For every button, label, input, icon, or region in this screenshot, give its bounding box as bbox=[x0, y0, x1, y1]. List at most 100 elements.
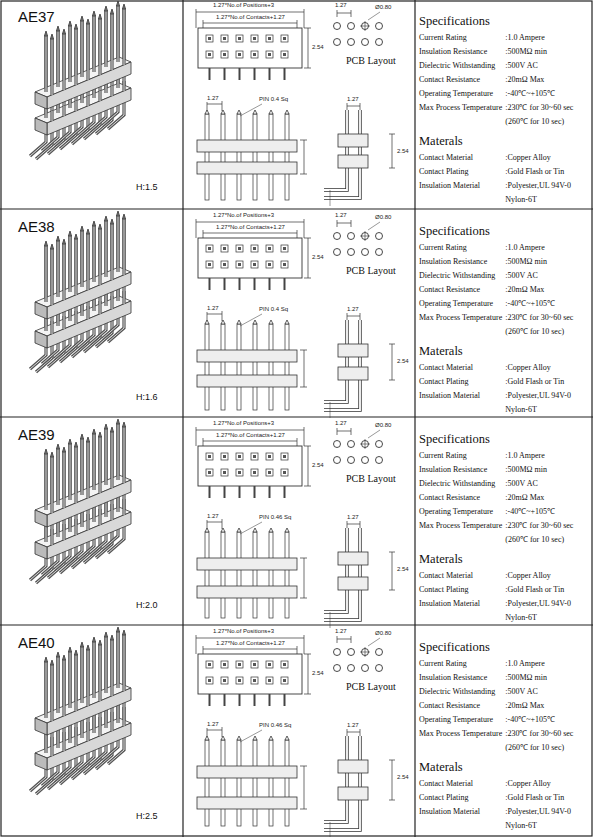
spec-text: :500MΩ min bbox=[505, 671, 589, 684]
dimension-label: 1.27*No.of Positions+3 bbox=[212, 420, 275, 427]
dimension-label: 2.54 bbox=[396, 774, 410, 781]
dimension-label: 1.27*No.of Positions+3 bbox=[212, 212, 275, 219]
spec-text: Insulation Resistance bbox=[419, 671, 502, 684]
connector-drawing bbox=[30, 627, 395, 837]
spec-text: :-40℃~+105℃ bbox=[505, 87, 589, 100]
dimension-label: 1.27 bbox=[346, 514, 360, 521]
dimension-label: 1.27 bbox=[334, 2, 348, 9]
spec-text: Nylon-6T bbox=[505, 193, 589, 206]
spec-heading: Materals bbox=[419, 550, 589, 568]
spec-text: Insulation Material bbox=[419, 389, 502, 402]
dimension-label: 1.27*No.of Contacts+1.27 bbox=[215, 432, 286, 439]
spec-text: :Polyester,UL 94V-0 bbox=[505, 179, 589, 192]
spec-text: (260℃ for 10 sec) bbox=[505, 533, 589, 546]
hole-size-label: Ø0.80 bbox=[374, 422, 392, 429]
spec-text: :20mΩ Max bbox=[505, 491, 589, 504]
spec-text: (260℃ for 10 sec) bbox=[505, 325, 589, 338]
part-number: AE40 bbox=[18, 634, 55, 651]
connector-drawing bbox=[30, 211, 395, 418]
spec-text: :500MΩ min bbox=[505, 463, 589, 476]
part-cell: AE40H:2.5 bbox=[2, 628, 181, 835]
connector-drawing bbox=[30, 1, 395, 206]
spec-text: :1.0 Ampere bbox=[505, 31, 589, 44]
spec-text: Current Rating bbox=[419, 657, 502, 670]
dimension-label: 1.27*No.of Positions+3 bbox=[212, 2, 275, 9]
spec-text: Contact Plating bbox=[419, 791, 502, 804]
dimension-label: 2.54 bbox=[396, 148, 410, 155]
dimension-label: 1.27 bbox=[206, 305, 220, 312]
pin-size-label: PIN 0.46 Sq bbox=[258, 722, 292, 729]
dimension-label: 1.27 bbox=[346, 306, 360, 313]
spec-panel: SpecificationsCurrent Rating:1.0 AmpereI… bbox=[419, 638, 589, 832]
spec-text: :Gold Flash or Tin bbox=[505, 791, 589, 804]
pin-size-label: PIN 0.4 Sq bbox=[258, 96, 289, 103]
dimension-label: 1.27*No.of Contacts+1.27 bbox=[215, 224, 286, 231]
spec-text: :Gold Flash or Tin bbox=[505, 583, 589, 596]
layout-caption: PCB Layout bbox=[345, 681, 397, 693]
part-cell: AE37H:1.5 bbox=[2, 2, 181, 206]
spec-text: :230℃ for 30~60 sec bbox=[505, 727, 589, 740]
spec-text: Contact Plating bbox=[419, 375, 502, 388]
spec-text: Operating Temperature bbox=[419, 505, 502, 518]
spec-heading: Specifications bbox=[419, 430, 589, 448]
spec-text: :500V AC bbox=[505, 685, 589, 698]
height-note: H:1.5 bbox=[136, 182, 158, 192]
spec-text: Dielectric Withstanding bbox=[419, 685, 502, 698]
spec-text: Nylon-6T bbox=[505, 611, 589, 624]
spec-text: Current Rating bbox=[419, 241, 502, 254]
spec-text: Current Rating bbox=[419, 31, 502, 44]
spec-heading: Specifications bbox=[419, 12, 589, 30]
spec-text: Insulation Resistance bbox=[419, 463, 502, 476]
part-cell: AE38H:1.6 bbox=[2, 212, 181, 416]
dimension-label: 2.54 bbox=[311, 44, 325, 51]
spec-text: Dielectric Withstanding bbox=[419, 477, 502, 490]
spec-text: :-40℃~+105℃ bbox=[505, 297, 589, 310]
dimension-label: 1.27 bbox=[334, 628, 348, 635]
spec-text: Contact Material bbox=[419, 361, 502, 374]
spec-text: :Gold Flash or Tin bbox=[505, 165, 589, 178]
spec-text: :-40℃~+105℃ bbox=[505, 505, 589, 518]
spec-text: Contact Material bbox=[419, 777, 502, 790]
spec-text: :230℃ for 30~60 sec bbox=[505, 311, 589, 324]
spec-text: (260℃ for 10 sec) bbox=[505, 741, 589, 754]
spec-text: (260℃ for 10 sec) bbox=[505, 115, 589, 128]
spec-text: Contact Resistance bbox=[419, 699, 502, 712]
spec-text: :Polyester,UL 94V-0 bbox=[505, 389, 589, 402]
spec-text: Contact Resistance bbox=[419, 283, 502, 296]
dimension-label: 1.27*No.of Positions+3 bbox=[212, 628, 275, 635]
spec-text: :1.0 Ampere bbox=[505, 241, 589, 254]
spec-text: Insulation Resistance bbox=[419, 45, 502, 58]
dimension-label: 1.27 bbox=[206, 95, 220, 102]
spec-panel: SpecificationsCurrent Rating:1.0 AmpereI… bbox=[419, 430, 589, 624]
height-note: H:2.0 bbox=[136, 600, 158, 610]
spec-text: :Gold Flash or Tin bbox=[505, 375, 589, 388]
pin-size-label: PIN 0.4 Sq bbox=[258, 306, 289, 313]
spec-heading: Specifications bbox=[419, 638, 589, 656]
dimension-label: 1.27 bbox=[334, 420, 348, 427]
part-number: AE38 bbox=[18, 218, 55, 235]
dimension-label: 2.54 bbox=[311, 254, 325, 261]
spec-text: :1.0 Ampere bbox=[505, 449, 589, 462]
spec-text: :500MΩ min bbox=[505, 45, 589, 58]
hole-size-label: Ø0.80 bbox=[374, 214, 392, 221]
spec-text: Dielectric Withstanding bbox=[419, 269, 502, 282]
spec-heading: Specifications bbox=[419, 222, 589, 240]
spec-panel: SpecificationsCurrent Rating:1.0 AmpereI… bbox=[419, 12, 589, 206]
spec-heading: Materals bbox=[419, 342, 589, 360]
spec-text: Contact Resistance bbox=[419, 73, 502, 86]
pin-size-label: PIN 0.46 Sq bbox=[258, 514, 292, 521]
spec-text: :500MΩ min bbox=[505, 255, 589, 268]
spec-text: Contact Plating bbox=[419, 583, 502, 596]
spec-text: Max Process Temperature bbox=[419, 311, 502, 324]
spec-text: Nylon-6T bbox=[505, 403, 589, 416]
spec-text: :-40℃~+105℃ bbox=[505, 713, 589, 726]
spec-text: Operating Temperature bbox=[419, 297, 502, 310]
dimension-label: 1.27 bbox=[206, 721, 220, 728]
spec-text: :230℃ for 30~60 sec bbox=[505, 101, 589, 114]
dimension-label: 1.27 bbox=[346, 96, 360, 103]
layout-caption: PCB Layout bbox=[345, 55, 397, 67]
connector-drawing bbox=[30, 419, 395, 628]
part-number: AE39 bbox=[18, 426, 55, 443]
